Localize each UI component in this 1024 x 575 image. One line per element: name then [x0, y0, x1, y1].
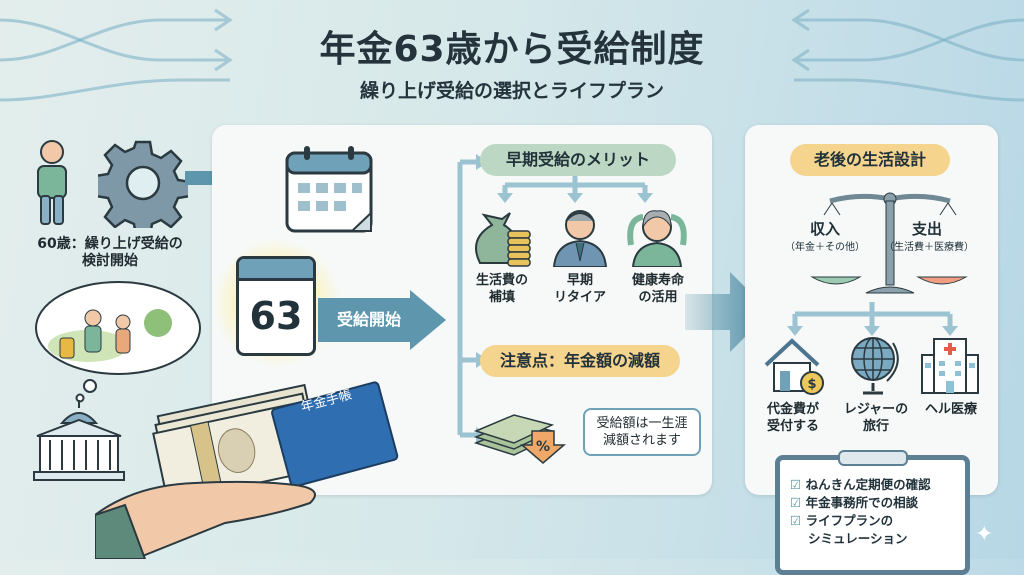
relaxing-woman-icon — [627, 210, 687, 267]
checklist-clipboard: ☑ ねんきん定期便の確認 ☑ 年金事務所での相談 ☑ ライフプランの シミュレー… — [775, 450, 970, 575]
checklist-item: ☑ ねんきん定期便の確認 — [790, 477, 931, 492]
income-detail: （年金＋その他） — [785, 242, 865, 253]
checklist-item: ☑ 年金事務所での相談 — [790, 495, 919, 510]
life-plan-heading: 老後の生活設計 — [790, 144, 950, 176]
calendar-icon — [285, 146, 373, 233]
branch-arrows-right — [787, 302, 958, 336]
travel-thought-bubble — [35, 281, 201, 403]
calendar-63: 63 — [236, 256, 316, 356]
checklist-item-cont: シミュレーション — [808, 531, 908, 546]
expense-label: 支出 — [911, 220, 942, 238]
merit-healthy-life: 健康寿命の活用 — [631, 273, 684, 305]
calendar-number: 63 — [249, 294, 303, 338]
checklist: ☑ ねんきん定期便の確認 ☑ 年金事務所での相談 ☑ ライフプランの シミュレー… — [780, 460, 965, 548]
start-consider-caption: 60歳：繰り上げ受給の 検討開始 — [20, 236, 200, 270]
plan-item-medical: ヘル医療 — [924, 402, 977, 417]
page-title: 年金63歳から受給制度 — [319, 29, 705, 70]
page-subtitle: 繰り上げ受給の選択とライフプラン — [359, 80, 664, 102]
plan-item-travel: レジャーの旅行 — [843, 402, 909, 434]
balance-scale-icon — [810, 192, 968, 294]
decorative-arrows — [0, 8, 1024, 102]
government-building-icon — [33, 400, 125, 481]
globe-icon — [851, 337, 899, 395]
start-label: 受給開始 — [336, 310, 401, 329]
caution-heading: 注意点：年金額の減額 — [480, 345, 680, 377]
checkbox-icon: ☑ — [790, 495, 802, 510]
merits-heading: 早期受給のメリット — [480, 144, 676, 176]
money-bag-icon — [475, 212, 531, 267]
checkbox-icon: ☑ — [790, 477, 802, 492]
caption-line1: 60歳：繰り上げ受給の — [37, 236, 183, 252]
expense-detail: （生活費＋医療費） — [884, 242, 974, 253]
dollar-symbol: $ — [807, 377, 816, 392]
house-icon: $ — [764, 338, 824, 395]
hospital-icon — [921, 338, 979, 394]
hand-money-illustration — [95, 381, 399, 559]
retired-man-icon — [552, 210, 608, 267]
caption-line2: 検討開始 — [82, 253, 138, 269]
person-icon — [37, 140, 67, 225]
merit-living-cost: 生活費の補填 — [475, 273, 528, 305]
plan-item-housing: 代金費が受付する — [766, 402, 819, 434]
sparkle-icon: ✦ — [975, 522, 994, 547]
gear-icon — [98, 140, 188, 228]
percent-symbol: % — [536, 439, 550, 455]
merit-early-retire: 早期リタイア — [553, 273, 606, 305]
checklist-item: ☑ ライフプランの — [790, 513, 894, 528]
checkbox-icon: ☑ — [790, 513, 802, 528]
income-label: 収入 — [809, 220, 840, 238]
money-decrease-icon: % — [474, 414, 567, 464]
reduction-speech-bubble: 受給額は一生涯減額されます — [583, 408, 701, 456]
start-arrow — [318, 290, 446, 350]
